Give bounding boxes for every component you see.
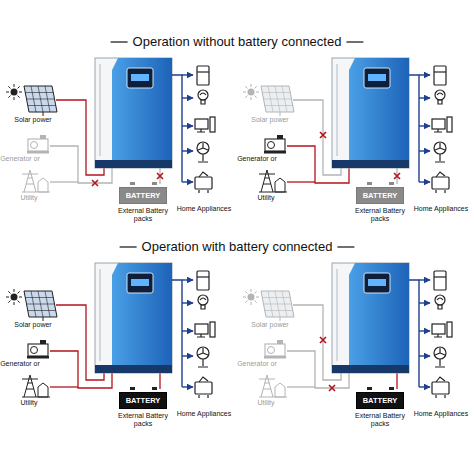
power-wire — [50, 181, 78, 182]
battery-terminals — [130, 182, 157, 185]
part-label: Solar power — [239, 116, 301, 124]
battery-terminals — [367, 387, 394, 390]
battery-terminals — [130, 387, 157, 390]
power-wire — [159, 373, 160, 389]
part-label: Utility — [249, 194, 283, 202]
battery-caption: External Battery packs — [347, 412, 413, 428]
inverter-unit — [95, 263, 172, 373]
battery-caption: External Battery packs — [110, 207, 176, 223]
appliance-icons — [195, 271, 215, 398]
appliance-icons — [195, 66, 215, 193]
part-label: Generator or — [0, 360, 40, 368]
utility-icon — [259, 375, 287, 397]
battery-caption: External Battery packs — [347, 207, 413, 223]
part-label: Solar power — [2, 116, 64, 124]
generator-icon — [264, 340, 286, 359]
battery-node: BATTERY External Battery packs — [347, 389, 413, 428]
disconnect-mark — [320, 132, 326, 138]
power-wire — [396, 373, 397, 389]
battery-node: BATTERY External Battery packs — [347, 184, 413, 223]
battery-node: BATTERY External Battery packs — [110, 184, 176, 223]
battery-box: BATTERY — [356, 392, 405, 409]
solar-panel-icon — [24, 86, 57, 116]
output-arrows — [409, 75, 430, 182]
section-heading: Operation with battery connected — [142, 239, 333, 255]
battery-node: BATTERY External Battery packs — [110, 389, 176, 428]
appliance-icons — [432, 271, 452, 398]
part-label: Generator or — [0, 155, 40, 163]
power-wire — [287, 181, 315, 182]
battery-caption: External Battery packs — [110, 412, 176, 428]
inverter-unit — [332, 58, 409, 168]
operation-panel — [6, 263, 215, 398]
part-label: Home Appliances — [411, 410, 471, 418]
part-label: Utility — [12, 194, 46, 202]
output-arrows — [409, 280, 430, 387]
battery-box: BATTERY — [119, 187, 168, 204]
output-arrows — [172, 75, 193, 182]
battery-terminals — [367, 182, 394, 185]
part-label: Home Appliances — [174, 205, 234, 213]
sun-icon — [243, 84, 259, 100]
sun-icon — [6, 84, 22, 100]
power-wire — [50, 386, 78, 387]
battery-box: BATTERY — [356, 187, 405, 204]
utility-icon — [22, 375, 50, 397]
battery-box: BATTERY — [119, 392, 168, 409]
generator-icon — [27, 135, 49, 154]
output-arrows — [172, 280, 193, 387]
solar-panel-icon — [24, 291, 57, 321]
part-label: Home Appliances — [411, 205, 471, 213]
disconnect-mark — [92, 180, 98, 186]
part-label: Generator or — [237, 155, 277, 163]
sun-icon — [243, 289, 259, 305]
utility-icon — [259, 170, 287, 192]
heading-rule — [111, 41, 128, 42]
disconnect-mark — [157, 173, 163, 179]
part-label: Utility — [249, 399, 283, 407]
part-label: Utility — [12, 399, 46, 407]
operation-panel — [6, 58, 215, 193]
power-wire — [287, 386, 315, 387]
utility-icon — [22, 170, 50, 192]
part-label: Home Appliances — [174, 410, 234, 418]
disconnect-mark — [329, 385, 335, 391]
solar-panel-icon — [261, 291, 294, 321]
appliance-icons — [432, 66, 452, 193]
solar-panel-icon — [261, 86, 294, 116]
inverter-unit — [332, 263, 409, 373]
heading-rule — [120, 246, 137, 247]
part-label: Generator or — [237, 360, 277, 368]
disconnect-mark — [320, 337, 326, 343]
generator-icon — [264, 135, 286, 154]
sun-icon — [6, 289, 22, 305]
disconnect-mark — [394, 173, 400, 179]
operation-panel — [243, 58, 452, 193]
inverter-unit — [95, 58, 172, 168]
operation-panel — [243, 263, 452, 398]
section-heading: Operation without battery connected — [133, 34, 342, 50]
heading-rule — [337, 246, 354, 247]
heading-rule — [346, 41, 363, 42]
generator-icon — [27, 340, 49, 359]
part-label: Solar power — [2, 321, 64, 329]
part-label: Solar power — [239, 321, 301, 329]
